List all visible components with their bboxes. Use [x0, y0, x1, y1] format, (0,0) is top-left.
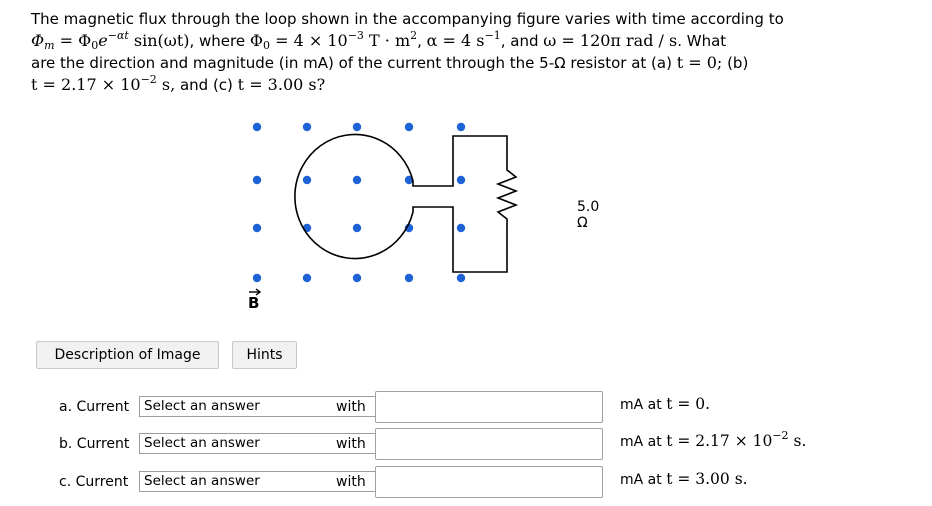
circuit-figure: 5.0 Ω B	[222, 112, 602, 317]
field-dot	[352, 122, 362, 132]
answer-label: a. Current	[59, 399, 130, 415]
field-dot	[252, 175, 262, 185]
question-line-3: are the direction and magnitude (in mA) …	[31, 53, 749, 72]
vector-arrow-icon	[249, 288, 262, 296]
question-line-2: Φm = Φ0e−αt sin(ωt), where Φ0 = 4 × 10−3…	[31, 29, 727, 52]
answer-label: c. Current	[59, 474, 129, 490]
direction-select-c[interactable]: Select an answer	[139, 471, 389, 492]
direction-select-a[interactable]: Select an answer	[139, 396, 389, 417]
field-dot	[302, 175, 312, 185]
magnitude-input-a[interactable]	[375, 391, 603, 423]
field-dot	[404, 273, 414, 283]
magnetic-field-dots	[252, 122, 466, 283]
question-text: The magnetic flux through the loop shown…	[31, 8, 921, 96]
magnetic-field-label: B	[248, 288, 262, 312]
omega-value: ω = 120π rad / s	[543, 31, 678, 50]
field-dot	[456, 122, 466, 132]
direction-select-b[interactable]: Select an answer	[139, 433, 389, 454]
magnitude-input-b[interactable]	[375, 428, 603, 460]
resistor-label: 5.0 Ω	[577, 199, 600, 231]
field-dot	[404, 175, 414, 185]
question-line-4: t = 2.17 × 10−2 s, and (c) t = 3.00 s?	[31, 73, 326, 94]
flux-equation: Φm = Φ0e−αt sin(ωt)	[31, 29, 190, 52]
field-dot	[302, 122, 312, 132]
with-label: with	[336, 399, 366, 415]
answer-row-a: a. Current Select an answer with mA at t…	[59, 391, 879, 423]
field-dot	[352, 175, 362, 185]
field-dot	[302, 273, 312, 283]
field-dot	[352, 223, 362, 233]
field-dot	[456, 223, 466, 233]
answer-label: b. Current	[59, 436, 130, 452]
units-label-b: mA at t = 2.17 × 10−2 s.	[620, 429, 807, 450]
answer-row-c: c. Current Select an answer with mA at t…	[59, 466, 879, 498]
units-label-c: mA at t = 3.00 s.	[620, 470, 748, 488]
alpha-value: α = 4 s−1	[426, 29, 501, 50]
with-label: with	[336, 436, 366, 452]
wire-loop	[294, 133, 519, 273]
with-label: with	[336, 474, 366, 490]
field-dot	[252, 122, 262, 132]
phi0-value: Φ0 = 4 × 10−3 T · m2	[249, 29, 418, 52]
units-label-a: mA at t = 0.	[620, 395, 711, 413]
description-of-image-button[interactable]: Description of Image	[36, 341, 219, 369]
field-dot	[456, 175, 466, 185]
question-line-1: The magnetic flux through the loop shown…	[31, 10, 784, 28]
field-dot	[456, 273, 466, 283]
circuit-diagram	[252, 122, 519, 283]
hints-button[interactable]: Hints	[232, 341, 297, 369]
field-dot	[352, 273, 362, 283]
field-dot	[252, 273, 262, 283]
field-dot	[404, 122, 414, 132]
answer-row-b: b. Current Select an answer with mA at t…	[59, 428, 879, 460]
field-dot	[252, 223, 262, 233]
magnitude-input-c[interactable]	[375, 466, 603, 498]
